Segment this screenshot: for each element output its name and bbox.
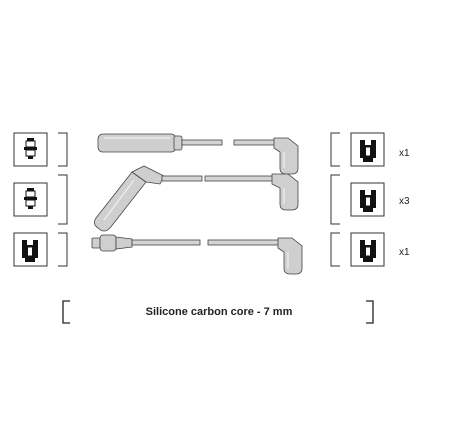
quantity-label-1: x1 (399, 148, 410, 159)
left-connector-box-2 (13, 182, 48, 217)
lead-wire-3b (207, 239, 281, 246)
boot-terminal-icon (360, 140, 376, 162)
plug-boot-1 (273, 137, 299, 175)
coil-boot-3 (91, 234, 133, 252)
lead-wire-2 (161, 175, 203, 182)
lead-wire-1b (233, 139, 277, 146)
left-connector-box-3 (13, 232, 48, 267)
left-bracket-2 (58, 174, 68, 225)
quantity-label-2: x3 (399, 196, 410, 207)
left-bracket-1 (58, 132, 68, 167)
quantity-label-3: x1 (399, 247, 410, 258)
right-bracket-3 (330, 232, 340, 267)
right-bracket-1 (330, 132, 340, 167)
right-bracket-2 (330, 174, 340, 225)
plug-boot-2 (271, 173, 299, 211)
spec-bracket-right (366, 300, 374, 324)
right-connector-box-1 (350, 132, 385, 167)
lead-row-1: x1 (13, 132, 410, 175)
plug-boot-3 (277, 237, 303, 275)
lead-wire-3 (131, 239, 201, 246)
spec-label: Silicone carbon core - 7 mm (146, 306, 293, 318)
lead-wire-1 (181, 139, 223, 146)
lead-row-2: x3 (13, 165, 410, 232)
boot-terminal-icon (22, 240, 38, 262)
right-connector-box-3 (350, 232, 385, 267)
spec-caption: Silicone carbon core - 7 mm (62, 300, 374, 324)
spec-bracket-left (62, 300, 70, 324)
boot-terminal-icon (360, 240, 376, 262)
left-bracket-3 (58, 232, 68, 267)
boot-terminal-icon (360, 190, 376, 212)
lead-row-3: x1 (13, 232, 410, 275)
lead-wire-2b (204, 175, 276, 182)
spark-plug-terminal-icon (24, 188, 37, 209)
spark-plug-terminal-icon (24, 138, 37, 159)
right-connector-box-2 (350, 182, 385, 217)
coil-boot-2 (94, 165, 165, 232)
left-connector-box-1 (13, 132, 48, 167)
coil-boot-1 (97, 133, 183, 153)
